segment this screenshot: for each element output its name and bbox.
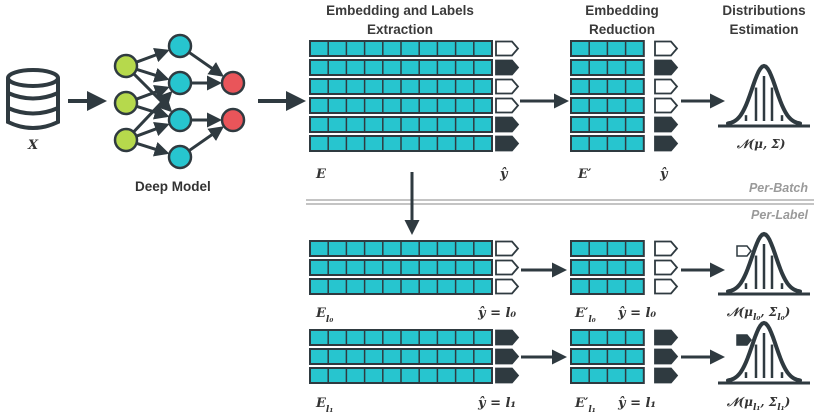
l0-reduced-label-tag [654,278,679,295]
batch-reduced-label-tag [654,116,679,133]
section-label-per-label: Per-Label [751,208,808,222]
batch-reduced-label-tag [654,40,679,57]
batch-label-tag [495,135,520,152]
batch-reduced-label-tag [654,78,679,95]
model-label: Deep Model [135,179,211,194]
l0-embedding-label: El₀ [315,306,333,325]
l1-label-tag [495,367,520,384]
batch-reduced-label-tag [654,59,679,76]
network-edge [135,47,170,64]
network-edge [135,121,170,138]
l0-reduced-label-tag [654,259,679,276]
l0-bell-curve-icon-tag [736,245,752,257]
batch-embedding-label: E [315,167,327,182]
l1-label-tag [495,348,520,365]
network-edge [136,141,170,157]
network-edge [136,67,170,83]
batch-label-tag [495,116,520,133]
l0-reduced-labels-label: ŷ = l₀ [617,306,656,321]
l0-reduced-label: E′l₀ [574,306,596,325]
header-estimation-1: Distributions [722,3,805,18]
batch-label-tag [495,78,520,95]
network-node [113,53,139,79]
l1-reduced-label: E′l₁ [574,396,596,415]
network-node [167,70,193,96]
batch-label-tag [495,40,520,57]
embedding-matrices [309,40,679,384]
l0-distribution-label: 𝒩(μl₀, Σl₀) [726,305,790,323]
l0-label-tag [495,278,520,295]
l1-distribution-label: 𝒩(μl₁, Σl₁) [726,395,790,413]
network-node [220,70,246,96]
header-extraction-1: Embedding and Labels [326,3,474,18]
batch-labels-label: ŷ [499,167,509,182]
batch-label-tag [495,97,520,114]
header-estimation-2: Estimation [729,22,798,37]
input-label: X [27,138,39,153]
l0-reduced-label-tag [654,240,679,257]
section-label-per-batch: Per-Batch [749,181,808,195]
header-extraction-2: Extraction [367,22,433,37]
l1-labels-label: ŷ = l₁ [477,396,516,411]
batch-reduced-label-tag [654,97,679,114]
l1-bell-curve-icon-curve [726,320,802,383]
neural-network-icon [113,33,246,170]
header-reduction-1: Embedding [585,3,659,18]
distribution-icons [718,63,810,385]
network-node [167,144,193,170]
l1-embedding-label: El₁ [315,396,333,415]
l0-label-tag [495,259,520,276]
l0-labels-label: ŷ = l₀ [477,306,516,321]
network-edge [188,51,224,77]
database-icon [6,68,60,130]
l1-reduced-labels-label: ŷ = l₁ [617,396,656,411]
network-edge [188,126,224,152]
batch-reduced-label-tag [654,135,679,152]
batch-reduced-labels-label: ŷ [659,167,669,182]
l1-label-tag [495,329,520,346]
l1-reduced-label-tag [654,329,679,346]
batch-reduced-label: E′ [577,167,592,182]
l1-reduced-label-tag [654,348,679,365]
l1-reduced-label-tag [654,367,679,384]
batch-label-tag [495,59,520,76]
network-edge [132,90,173,134]
network-node [167,107,193,133]
l1-bell-curve-icon-tag [736,334,752,346]
network-node [113,90,139,116]
batch-distribution-label: 𝒩(μ, Σ) [736,137,785,151]
batch-bell-curve-icon-curve [726,63,802,126]
network-node [167,33,193,59]
l0-bell-curve-icon-curve [726,231,802,294]
l0-label-tag [495,240,520,257]
network-node [220,107,246,133]
header-reduction-2: Reduction [589,22,655,37]
network-node [113,127,139,153]
